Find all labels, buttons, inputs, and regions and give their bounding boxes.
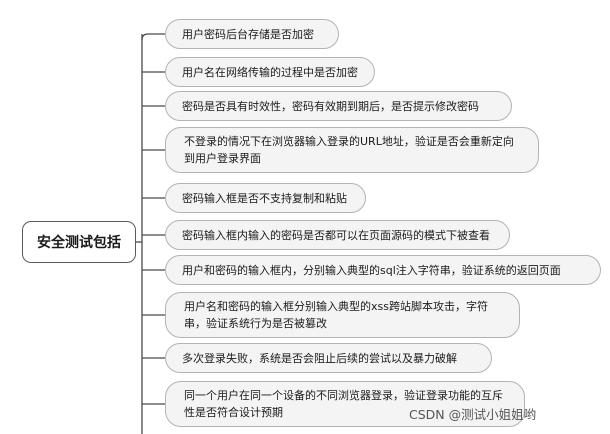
branch-brute-force-protection: 多次登录失败，系统是否会阻止后续的尝试以及暴力破解 bbox=[165, 343, 492, 373]
branch-sql-injection: 用户和密码的输入框内，分别输入典型的sql注入字符串，验证系统的返回页面 bbox=[165, 255, 601, 285]
branch-password-storage-encryption: 用户密码后台存储是否加密 bbox=[165, 19, 339, 49]
branch-xss-attack: 用户名和密码的输入框分别输入典型的xss跨站脚本攻击，字符串，验证系统行为是否被… bbox=[165, 292, 520, 338]
branch-password-source-visibility: 密码输入框内输入的密码是否都可以在页面源码的模式下被查看 bbox=[165, 220, 510, 250]
watermark: CSDN @测试小姐姐哟 bbox=[409, 407, 537, 422]
branch-username-transmission-encryption: 用户名在网络传输的过程中是否加密 bbox=[165, 57, 375, 87]
branch-password-expiry: 密码是否具有时效性，密码有效期到期后，是否提示修改密码 bbox=[165, 91, 512, 121]
branch-connector-top bbox=[141, 33, 165, 41]
branch-login-url-redirect: 不登录的情况下在浏览器输入登录的URL地址，验证是否会重新定向到用户登录界面 bbox=[165, 127, 539, 173]
root-topic: 安全测试包括 bbox=[22, 221, 136, 263]
branch-login-mutual-exclusion: 同一个用户在同一个设备的不同浏览器登录，验证登录功能的互斥性是否符合设计预期 bbox=[165, 381, 525, 427]
branch-password-copy-paste: 密码输入框是否不支持复制和粘贴 bbox=[165, 183, 366, 213]
